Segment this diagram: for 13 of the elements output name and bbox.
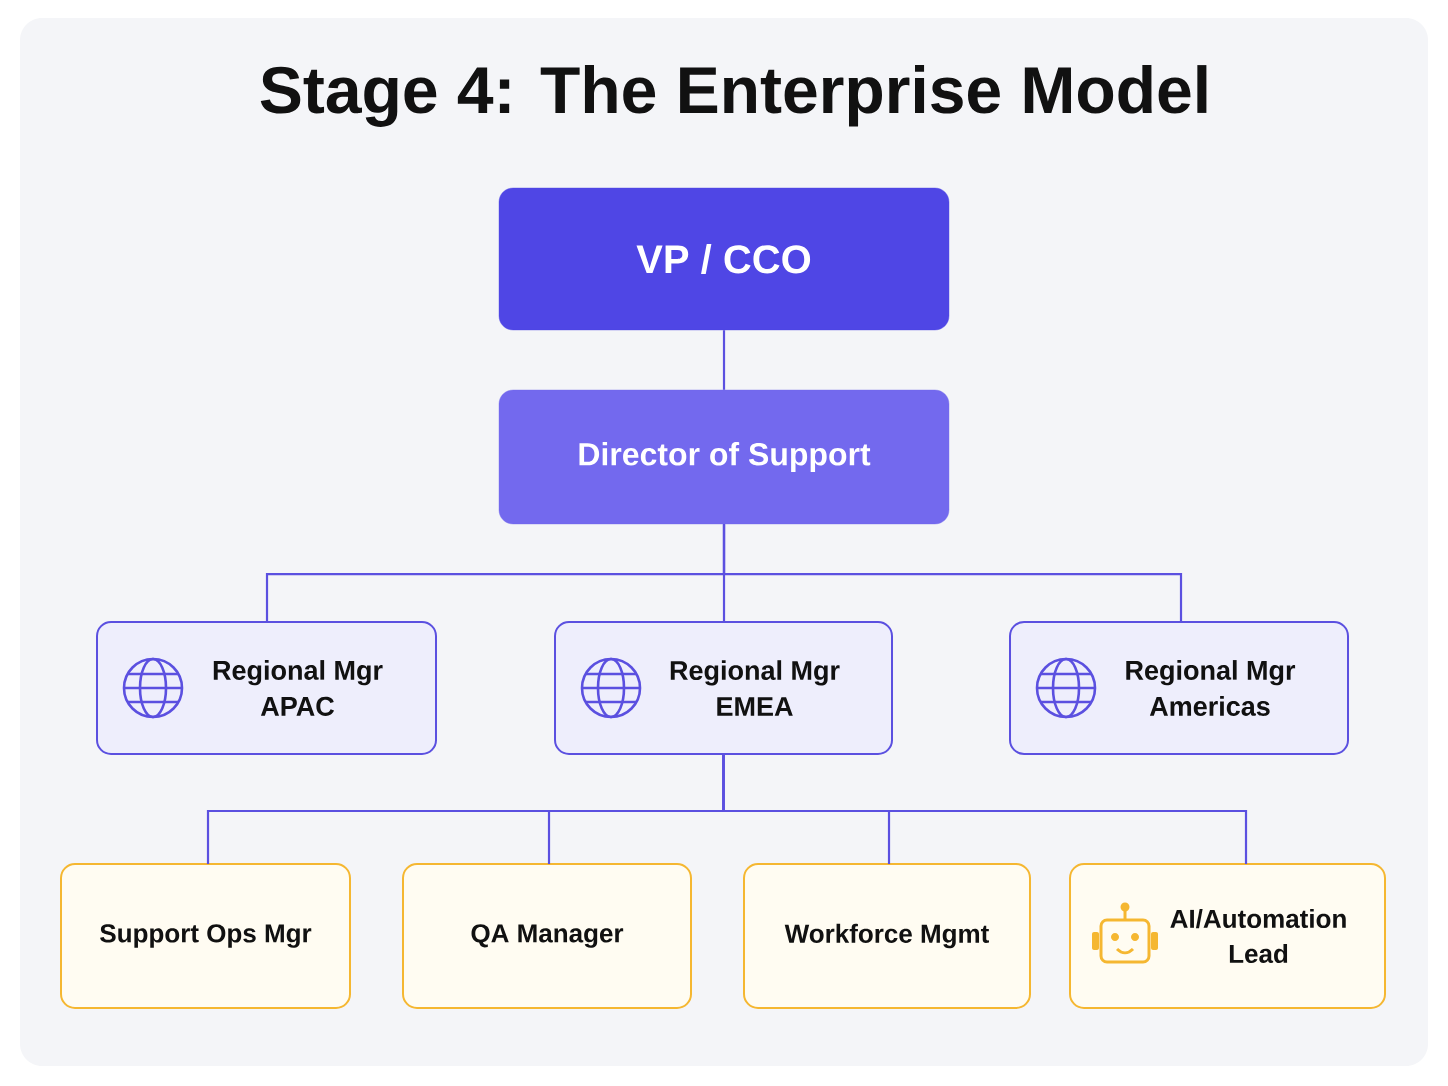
- regional-manager-box: Regional Mgr APAC: [96, 621, 437, 755]
- connector-line: [722, 524, 1183, 622]
- title: Stage 4: The Enterprise Model: [260, 65, 1207, 127]
- director-box: Director of Support: [498, 389, 950, 525]
- connector-line: [722, 330, 726, 390]
- team-lead-box: QA Manager: [402, 863, 692, 1009]
- connector-line: [722, 755, 1248, 864]
- executive-box: VP / CCO: [498, 187, 950, 331]
- team-lead-box: Workforce Mgmt: [743, 863, 1031, 1009]
- regional-manager-box: Regional Mgr Americas: [1009, 621, 1349, 755]
- regional-manager-box: Regional Mgr EMEA: [554, 621, 893, 755]
- team-lead-box: AI/Automation Lead: [1069, 863, 1386, 1009]
- team-lead-box: Support Ops Mgr: [60, 863, 351, 1009]
